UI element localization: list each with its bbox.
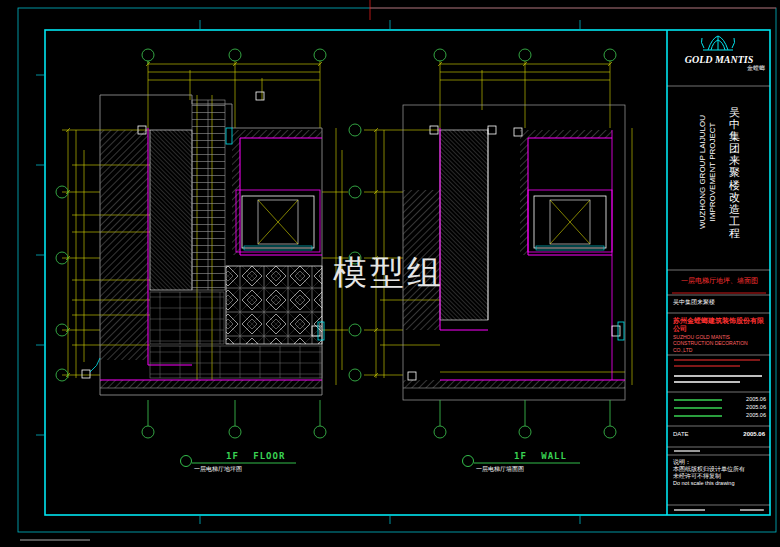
client-cell: 吴中集团来聚楼	[670, 298, 768, 310]
view-subtitle: 一层电梯厅地坪图	[194, 466, 242, 472]
date-cell: DATE 2005.06	[670, 430, 768, 444]
project-name-block: WUZHONG GROUP LAIJULOU IMPROVEMENT PROJE…	[670, 92, 768, 252]
notes-cell-text: 本图纸版权归设计单位所有	[673, 466, 765, 473]
revision-table-text: 2005.06	[728, 412, 766, 420]
notes-cell-text: Do not scale this drawing	[673, 480, 765, 487]
notes-cell: 说明：本图纸版权归设计单位所有未经许可不得复制Do not scale this…	[670, 458, 768, 504]
client-cell-text: 吴中集团来聚楼	[673, 299, 765, 306]
view-title: 1F FLOOR	[226, 452, 285, 461]
company-cell: 苏州金螳螂建筑装饰股份有限公司SUZHOU GOLD MANTIS CONSTR…	[670, 316, 768, 354]
logo-block-text: GOLD MANTIS	[673, 54, 765, 65]
revision-table-text: 2005.06	[728, 396, 766, 404]
revision-table-text: 2005.06	[728, 404, 766, 412]
watermark: 模型组	[333, 255, 444, 289]
project-name-block-text: WUZHONG GROUP LAIJULOU IMPROVEMENT PROJE…	[698, 106, 718, 238]
date-cell-text: DATE	[673, 431, 689, 443]
view-subtitle: 一层电梯厅墙面图	[476, 466, 524, 472]
notes-cell-text: 说明：	[673, 459, 765, 466]
notes-cell-text: 未经许可不得复制	[673, 473, 765, 480]
company-cell-text: SUZHOU GOLD MANTIS CONSTRUCTION DECORATI…	[673, 334, 765, 354]
view-title: 1F WALL	[514, 452, 567, 461]
date-cell-text: 2005.06	[743, 431, 765, 443]
drawing-title-cell-text: 一层电梯厅地坪、墙面图	[672, 277, 766, 285]
revision-table: 2005.062005.062005.06	[726, 396, 768, 423]
logo-block-text: 金螳螂	[673, 65, 765, 72]
logo-block: GOLD MANTIS金螳螂	[670, 33, 768, 83]
drawing-title-cell: 一层电梯厅地坪、墙面图	[670, 276, 768, 291]
company-cell-text: 苏州金螳螂建筑装饰股份有限公司	[673, 317, 765, 334]
project-name-block-text: 吴中集团来聚楼改造工程	[729, 106, 740, 239]
